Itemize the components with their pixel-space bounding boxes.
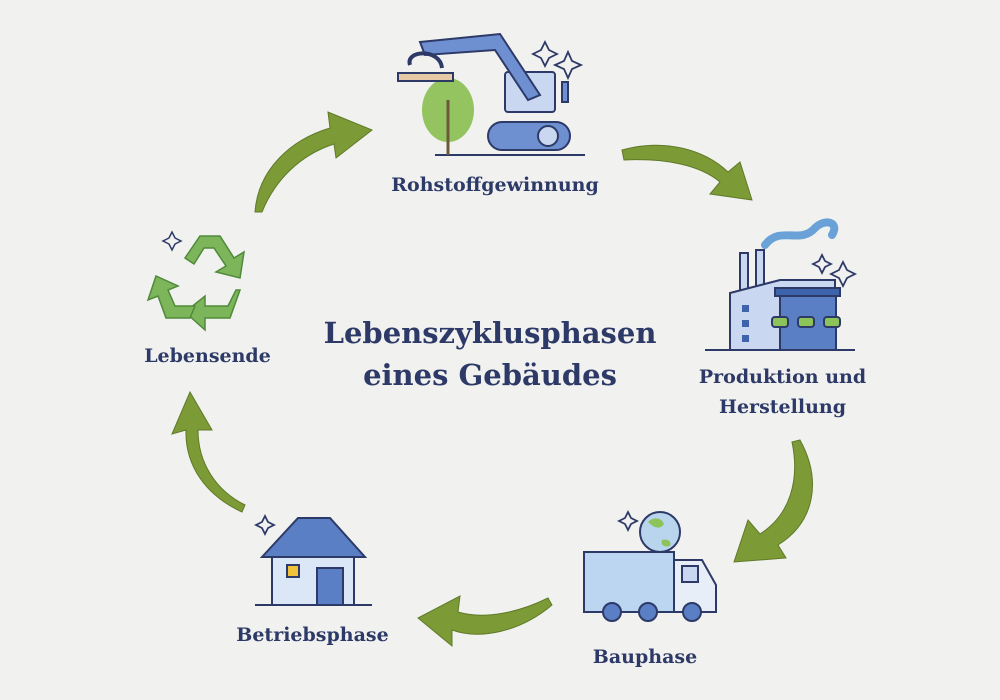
label-produktion: Produktion und Herstellung [680,362,885,422]
title-line-2: eines Gebäudes [363,358,617,392]
arrow-rohstoff-to-produktion [621,144,753,201]
excavator-icon [397,32,585,156]
arrow-betrieb-to-lebensende [171,390,246,513]
label-betriebsphase: Betriebsphase [236,624,389,646]
label-produktion-line-1: Produktion und [698,366,867,388]
recycle-icon [146,230,245,332]
title-line-1: Lebenszyklusphasen [323,316,657,350]
factory-icon [705,218,858,351]
arrow-produktion-to-bauphase [733,439,813,563]
label-produktion-line-2: Herstellung [719,396,846,418]
label-lebensende: Lebensende [144,345,271,367]
house-icon [253,513,372,606]
arrow-lebensende-to-rohstoff [254,111,373,213]
label-bauphase: Bauphase [592,646,698,668]
truck-icon [583,509,717,622]
label-rohstoffgewinnung: Rohstoffgewinnung [391,174,599,196]
arrow-bauphase-to-betrieb [417,595,553,648]
diagram-title: Lebenszyklusphasen eines Gebäudes [300,312,680,396]
